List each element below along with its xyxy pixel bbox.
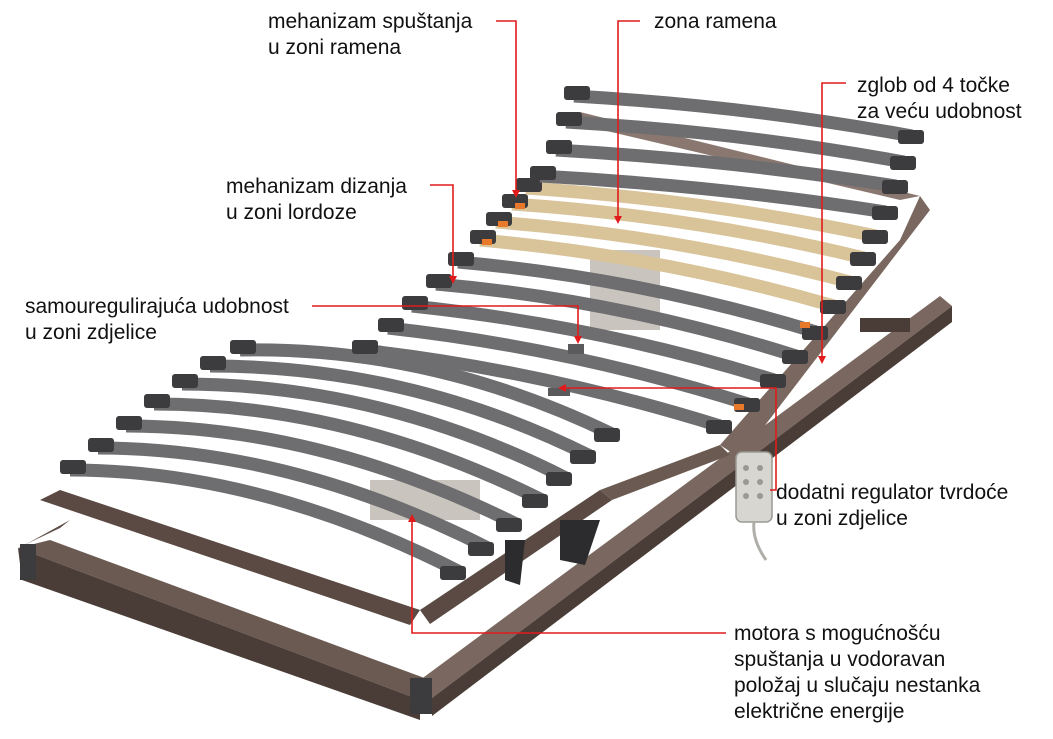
slat [116, 416, 522, 532]
callout-line: motora s mogućnošću [734, 622, 941, 645]
slat [352, 340, 732, 434]
leader-lines [312, 20, 846, 634]
slat [426, 274, 808, 364]
callout-four-point-joint: zglob od 4 točke za veću udobnost [857, 73, 1022, 125]
slats-leg-zone [60, 340, 620, 580]
callout-line: zglob od 4 točke [857, 74, 1010, 97]
slat [546, 140, 908, 194]
callout-motor-emergency-lowering: motora s mogućnošću spuštanja u vodorava… [734, 621, 980, 725]
callout-line: u zoni zdjelice [776, 507, 908, 530]
slat [200, 356, 596, 464]
callout-line: zona ramena [654, 10, 777, 33]
callout-line: u zoni ramena [268, 36, 402, 59]
callout-shoulder-lowering-mechanism: mehanizam spuštanja u zoni ramena [268, 9, 472, 61]
slats-shoulder-zone [470, 178, 888, 314]
callout-line: spuštanja u vodoravan [734, 648, 946, 671]
slats-head-zone [530, 86, 924, 220]
leader-self-adjusting-pelvis [312, 305, 582, 344]
callout-line: mehanizam dizanja [226, 175, 407, 198]
remote-control [735, 451, 773, 561]
leader-shoulder-lowering [496, 20, 520, 198]
slat [564, 86, 924, 144]
slat [144, 394, 548, 508]
callout-lumbar-lift-mechanism: mehanizam dizanja u zoni lordoze [226, 174, 407, 226]
slat [88, 438, 494, 556]
callout-line: položaj u slučaju nestanka [734, 674, 981, 697]
base-frame [18, 296, 952, 720]
callout-line: mehanizam spuštanja [268, 10, 473, 33]
callout-self-adjusting-pelvis: samouregulirajuća udobnost u zoni zdjeli… [25, 294, 289, 346]
slat [230, 340, 620, 442]
slat [556, 112, 916, 170]
slat [172, 374, 572, 486]
leader-motor [408, 514, 726, 634]
callout-line: samouregulirajuća udobnost [25, 295, 289, 318]
callout-shoulder-zone: zona ramena [654, 9, 777, 35]
leader-four-point-joint [818, 82, 846, 364]
callout-line: električne energije [734, 700, 905, 723]
slat [530, 166, 898, 220]
callout-line: dodatni regulator tvrdoće [776, 481, 1009, 504]
leader-shoulder-zone [614, 20, 640, 224]
leader-lumbar-lift [430, 184, 457, 284]
firmness-sliders [482, 203, 810, 410]
leader-firmness-regulator [558, 384, 777, 491]
slat [516, 178, 888, 244]
slat [60, 460, 466, 580]
callout-extra-firmness-regulator: dodatni regulator tvrdoće u zoni zdjelic… [776, 480, 1008, 532]
callout-line: u zoni zdjelice [25, 321, 157, 344]
callout-line: za veću udobnost [857, 100, 1022, 123]
callout-line: u zoni lordoze [226, 201, 357, 224]
slat [486, 212, 862, 290]
